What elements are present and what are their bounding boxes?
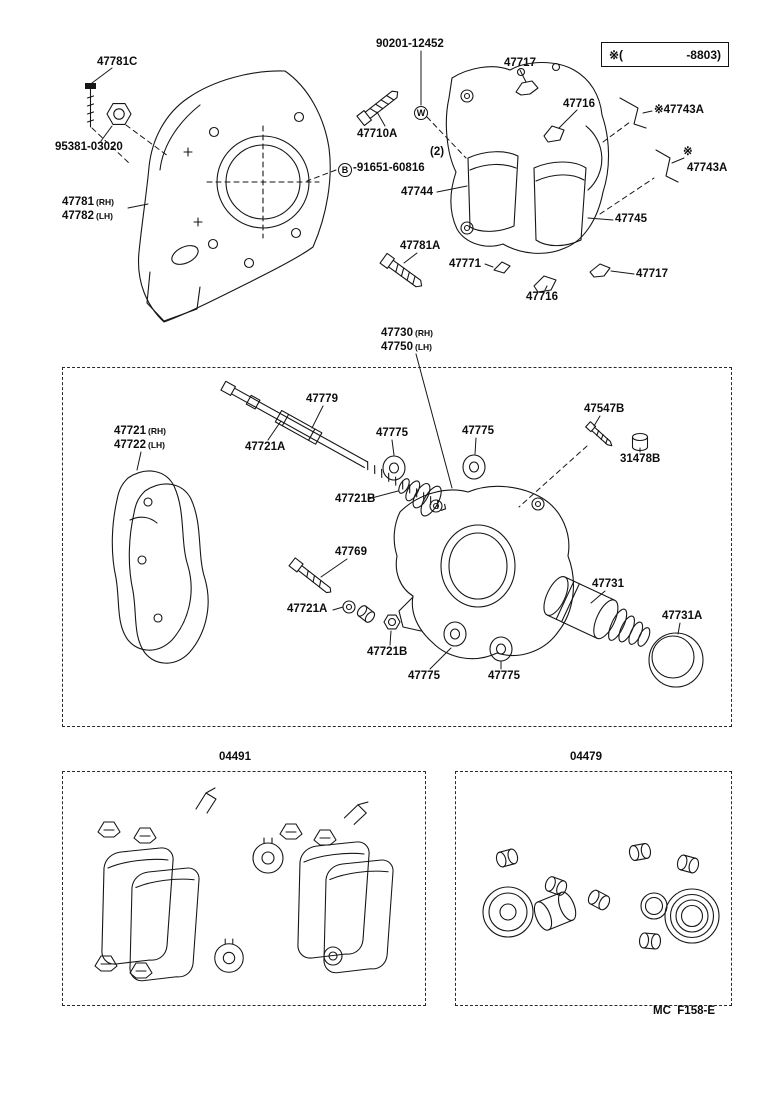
part-label-47721b-bottom: 47721B [367, 646, 408, 658]
part-label-95381-03020: 95381-03020 [55, 141, 123, 153]
part-label-91651-60816: -91651-60816 [353, 162, 425, 174]
part-label-90201-12452: 90201-12452 [376, 38, 444, 50]
part-label-47717-bottom: 47717 [636, 268, 668, 280]
part-label-47721b-top: 47721B [335, 493, 376, 505]
applicability-note-open: ※( [609, 47, 624, 62]
part-label-47745: 47745 [615, 213, 647, 225]
page-code: MC F158-E [653, 1005, 715, 1017]
part-label-47775-bottom-right: 47775 [488, 670, 520, 682]
part-label-47781a: 47781A [400, 240, 441, 252]
part-label-47547b: 47547B [584, 403, 625, 415]
caliper-and-pads-assembly-drawing [445, 62, 679, 293]
part-label-47721-rh: 47721(RH) [114, 425, 166, 437]
kit-label-04479: 04479 [570, 751, 602, 763]
side-suffix: (RH) [414, 328, 433, 338]
part-label-47744: 47744 [401, 186, 433, 198]
part-label-47775-top-right: 47775 [462, 425, 494, 437]
bolt-47769-drawing [288, 557, 332, 594]
cylinder-kit-04479-contents-drawing [482, 842, 720, 950]
part-label-47743a-top: ※47743A [654, 104, 704, 116]
bolt-47781a-drawing [379, 252, 423, 288]
part-label-47716-top: 47716 [563, 98, 595, 110]
collar-47775-top-left-drawing [382, 455, 406, 481]
collar-47775-top-right-drawing [462, 454, 486, 480]
part-label-47775-top-left: 47775 [376, 427, 408, 439]
side-suffix: (LH) [414, 342, 432, 352]
part-label-47782-lh: 47782(LH) [62, 210, 113, 222]
washer-and-sleeve-47721a-drawing [342, 600, 376, 623]
kit-label-04491: 04491 [219, 751, 251, 763]
part-label-47710a: 47710A [357, 128, 398, 140]
part-label-47781c: 47781C [97, 56, 138, 68]
part-label-47731: 47731 [592, 578, 624, 590]
part-label-47779: 47779 [306, 393, 338, 405]
bolt-47710a-drawing [356, 90, 399, 127]
side-suffix: (RH) [95, 197, 114, 207]
kome-mark: ※ [683, 146, 693, 158]
nut-47721b-drawing [383, 614, 401, 630]
side-suffix: (LH) [147, 440, 165, 450]
part-label-47731a: 47731A [662, 610, 703, 622]
part-number: 47750 [381, 341, 413, 353]
bolt-marker-b: B [338, 163, 352, 177]
bleeder-cap-31478b-drawing [631, 432, 649, 452]
part-label-47717-top: 47717 [504, 57, 536, 69]
cylinder-kit-group-box [455, 771, 732, 1006]
caliper-body-47730-drawing [393, 485, 574, 660]
part-label-47722-lh: 47722(LH) [114, 439, 165, 451]
part-number: 47782 [62, 210, 94, 222]
side-suffix: (LH) [95, 211, 113, 221]
caliper-assembly-group-box [62, 367, 732, 727]
reference-dashed-lines [91, 116, 655, 508]
part-number: 47721 [114, 425, 146, 437]
applicability-note-box: ※( -8803) [601, 42, 729, 67]
part-label-47750-lh: 47750(LH) [381, 341, 432, 353]
part-label-47771: 47771 [449, 258, 481, 270]
washer-marker-w: W [414, 106, 428, 120]
quantity-label-2: (2) [430, 146, 445, 158]
part-label-47775-bottom-left: 47775 [408, 670, 440, 682]
part-label-47716-bottom: 47716 [526, 291, 558, 303]
leader-lines [91, 50, 685, 670]
collar-47775-bottom-right-drawing [489, 636, 513, 662]
piston-boot-ring-47731a-drawing [648, 632, 704, 688]
part-number: 47730 [381, 327, 413, 339]
part-label-47721a-bottom: 47721A [287, 603, 328, 615]
part-number: 47722 [114, 439, 146, 451]
part-number: 47781 [62, 196, 94, 208]
part-label-47721a-top: 47721A [245, 441, 286, 453]
pad-kit-04491-contents-drawing [94, 787, 394, 982]
side-suffix: (RH) [147, 426, 166, 436]
applicability-note-close: -8803) [686, 47, 721, 62]
collar-47775-bottom-left-drawing [443, 621, 467, 647]
part-label-47769: 47769 [335, 546, 367, 558]
part-label-47730-rh: 47730(RH) [381, 327, 433, 339]
part-label-47781-rh: 47781(RH) [62, 196, 114, 208]
bleeder-screw-47547b-drawing [585, 421, 613, 447]
dust-cover-47781-drawing [137, 70, 331, 323]
slide-pin-boot-47721b-drawing [398, 478, 442, 517]
piston-47731-drawing [543, 576, 651, 647]
part-label-47743a-side: 47743A [687, 162, 728, 174]
bolt-and-nut-47781c-drawing [85, 83, 132, 128]
part-label-31478b: 31478B [620, 453, 661, 465]
pad-kit-group-box [62, 771, 426, 1006]
pad-support-plates-47721-drawing [111, 470, 209, 664]
